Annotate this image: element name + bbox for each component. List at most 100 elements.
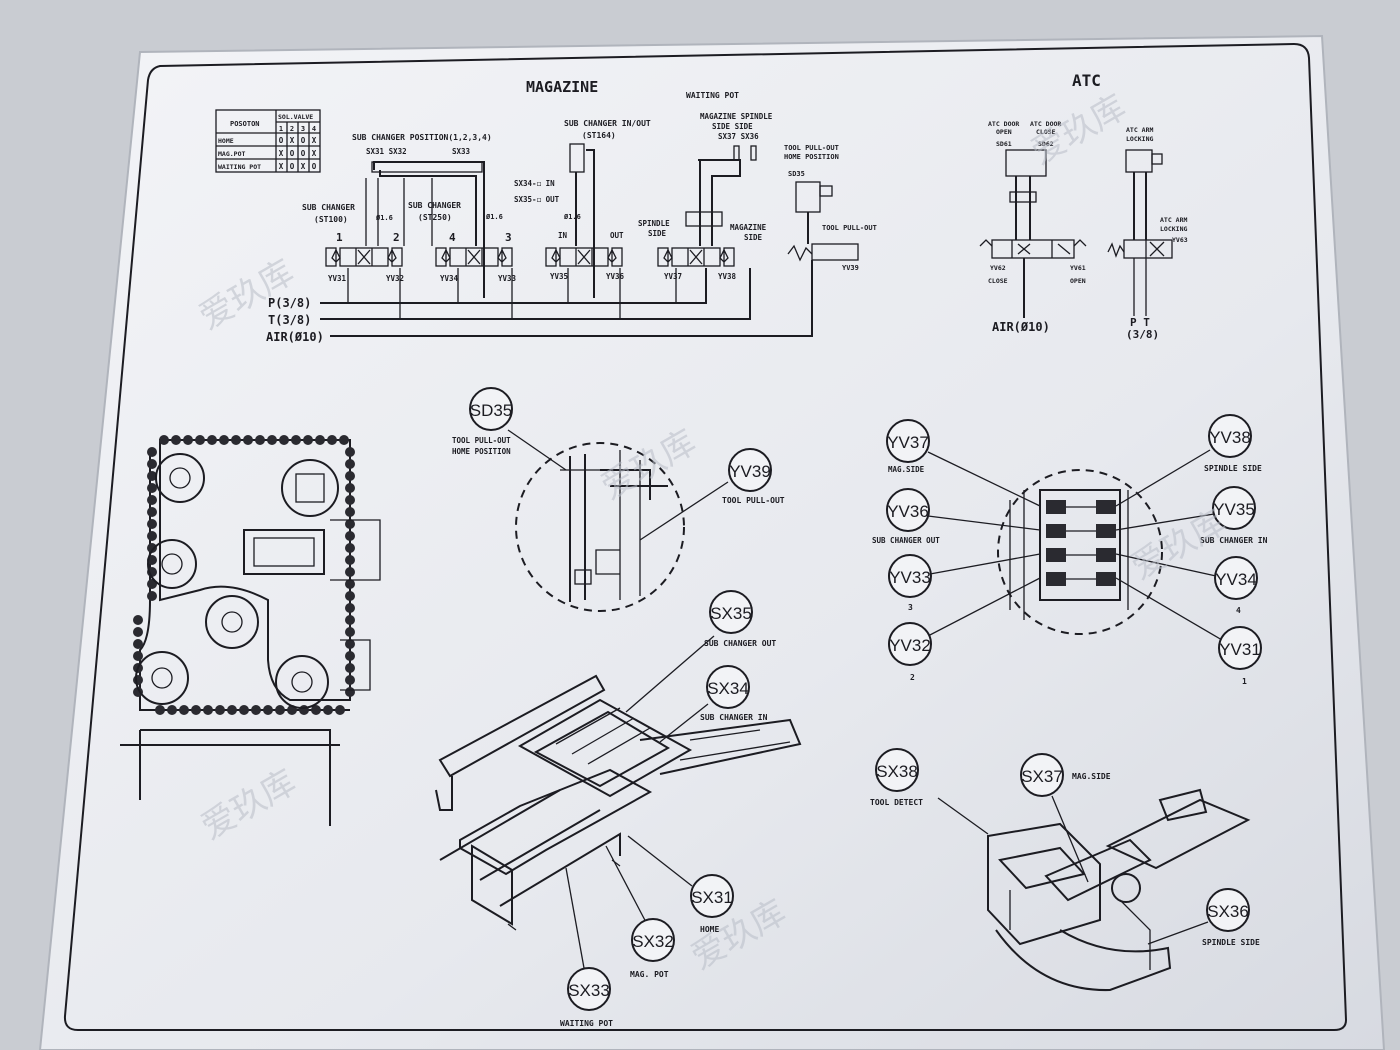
label-out: OUT [610,231,624,240]
manifold-block [1046,524,1066,538]
table-cell: X [301,162,306,171]
chain-link [345,471,355,481]
manifold-block [1096,548,1116,562]
manifold-block [1096,572,1116,586]
chain-link [345,627,355,637]
label-sub-changer-st250: SUB CHANGER [408,201,461,210]
table-header-number: 4 [312,125,316,133]
label-atc-pt: P T [1130,316,1150,329]
label-magazine-spindle: MAGAZINE SPINDLE [700,112,773,121]
panel-board [38,34,1386,1050]
label-magazine-side2: SIDE [744,233,763,242]
label-st250: (ST250) [418,213,452,222]
chain-link [263,705,273,715]
label-sx31-sx32: SX31 SX32 [366,147,407,156]
label-dia-c: Ø1.6 [563,213,581,221]
tool-pullout-detail [507,429,729,612]
callout-sx32: SX32 MAG. POT [630,918,675,979]
table-cell: O [290,162,295,171]
table-header-number: 2 [290,125,294,133]
table-cell: X [279,149,284,158]
svg-text:YV32: YV32 [889,636,931,655]
chain-link [195,435,205,445]
label-tool-pullout: TOOL PULL-OUT [822,224,877,232]
table-cell: X [290,136,295,145]
sub-changer-drawing [435,635,802,969]
solenoid-valve [657,247,735,267]
label-sub-changer-inout: SUB CHANGER IN/OUT [564,119,651,128]
chain-link [315,435,325,445]
solenoid-valve [325,247,403,267]
svg-text:TOOL DETECT: TOOL DETECT [870,798,923,807]
chain-link [255,435,265,445]
label-open2: OPEN [1070,277,1086,285]
svg-text:SX31: SX31 [691,888,733,907]
solenoid-valve [435,247,513,267]
atc-arm-drawing [937,788,1251,992]
manifold-block [1046,548,1066,562]
label-sx37-sx36: SX37 SX36 [718,132,759,141]
svg-text:MAG.SIDE: MAG.SIDE [888,465,925,474]
svg-text:HOME: HOME [700,925,719,934]
label-yv37: YV37 [664,272,682,281]
chain-link [147,471,157,481]
label-locking2: LOCKING [1160,225,1187,233]
svg-text:SUB CHANGER OUT: SUB CHANGER OUT [872,536,940,545]
chain-link [203,705,213,715]
callout-yv39: YV39 TOOL PULL-OUT [722,448,785,505]
label-side-side: SIDE SIDE [712,122,753,131]
label-pos-3: 3 [505,231,512,244]
svg-text:YV34: YV34 [1215,570,1257,589]
atc-schematic: ATC ATC DOOR OPEN SD61 ATC DOOR CLOSE SD… [979,71,1188,341]
chain-link [147,483,157,493]
table-cell: X [312,149,317,158]
callout-yv36: YV36 SUB CHANGER OUT [872,488,940,545]
svg-text:SUB CHANGER IN: SUB CHANGER IN [1200,536,1268,545]
table-header-position: POSOTON [230,120,260,128]
atc-title: ATC [1072,71,1101,90]
chain-link [171,435,181,445]
chain-link [345,447,355,457]
label-pos-2: 2 [393,231,400,244]
label-st164: (ST164) [582,131,616,140]
magazine-title: MAGAZINE [526,78,598,96]
svg-text:YV31: YV31 [1219,640,1261,659]
chain-link [345,567,355,577]
callout-sx38: SX38 TOOL DETECT [870,748,923,807]
svg-text:MAG.SIDE: MAG.SIDE [1072,772,1111,781]
label-in: IN [558,231,568,240]
chain-link [345,603,355,613]
label-dia-a: Ø1.6 [375,214,393,222]
svg-text:YV33: YV33 [889,568,931,587]
solenoid-valve [545,247,623,267]
label-atc-door-open: ATC DOOR [988,120,1019,128]
chain-link [303,435,313,445]
chain-link [345,459,355,469]
svg-text:YV37: YV37 [887,433,929,452]
chain-link [339,435,349,445]
chain-link [345,615,355,625]
chain-link [275,705,285,715]
chain-link [147,447,157,457]
svg-text:TOOL PULL-OUT: TOOL PULL-OUT [722,496,785,505]
chain-link [179,705,189,715]
table-row-label: WAITING POT [218,163,261,171]
callout-yv31: YV31 1 [1218,626,1262,686]
svg-text:YV38: YV38 [1209,428,1251,447]
label-p: P(3/8) [268,296,311,310]
chain-link [147,507,157,517]
label-tool-pullout-home: TOOL PULL-OUT [784,144,839,152]
callout-yv34: YV34 4 [1214,556,1258,615]
chain-link [219,435,229,445]
chain-link [323,705,333,715]
chain-link [215,705,225,715]
callout-sx31: SX31 HOME [690,874,734,934]
valve-manifold-detail [927,449,1223,641]
chain-link [147,543,157,553]
label-open: OPEN [996,128,1012,136]
label-sub-changer-st100: SUB CHANGER [302,203,355,212]
label-sd62: SD62 [1038,140,1054,148]
svg-text:MAG. POT: MAG. POT [630,970,669,979]
